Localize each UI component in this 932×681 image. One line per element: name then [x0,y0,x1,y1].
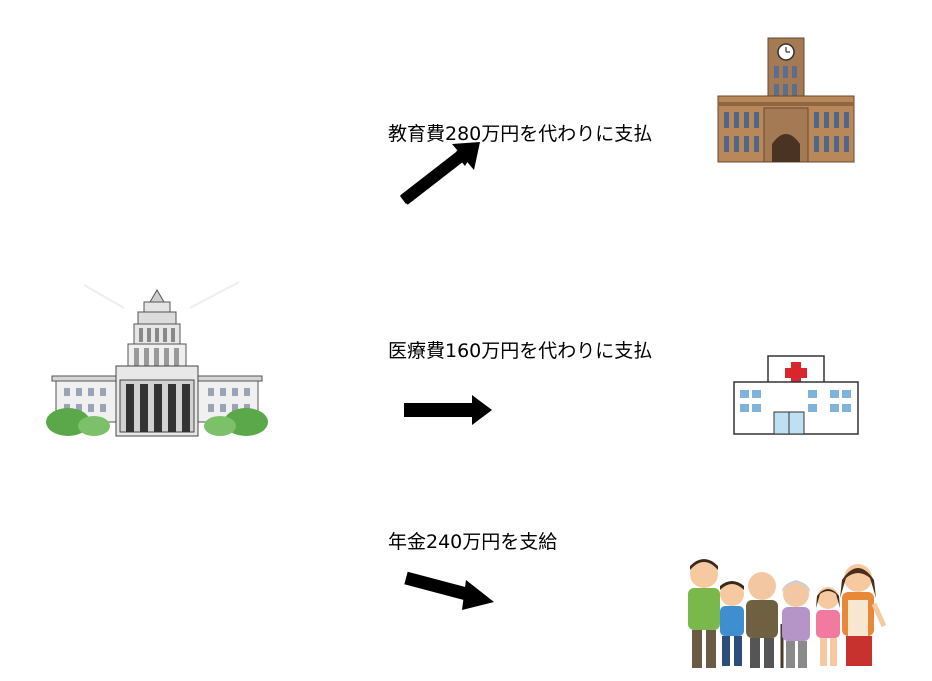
arrow-down-right-icon [402,568,496,614]
arrow-right-icon [402,393,494,427]
flow-label-medical: 医療費160万円を代わりに支払 [388,340,653,362]
university-building-icon [716,36,856,164]
flow-label-pension: 年金240万円を支給 [388,531,558,553]
family-group-icon [682,554,886,674]
flow-label-education: 教育費280万円を代わりに支払 [388,123,653,145]
arrow-up-right-icon [398,138,488,210]
diet-building-icon [44,280,270,440]
hospital-icon [730,354,862,438]
